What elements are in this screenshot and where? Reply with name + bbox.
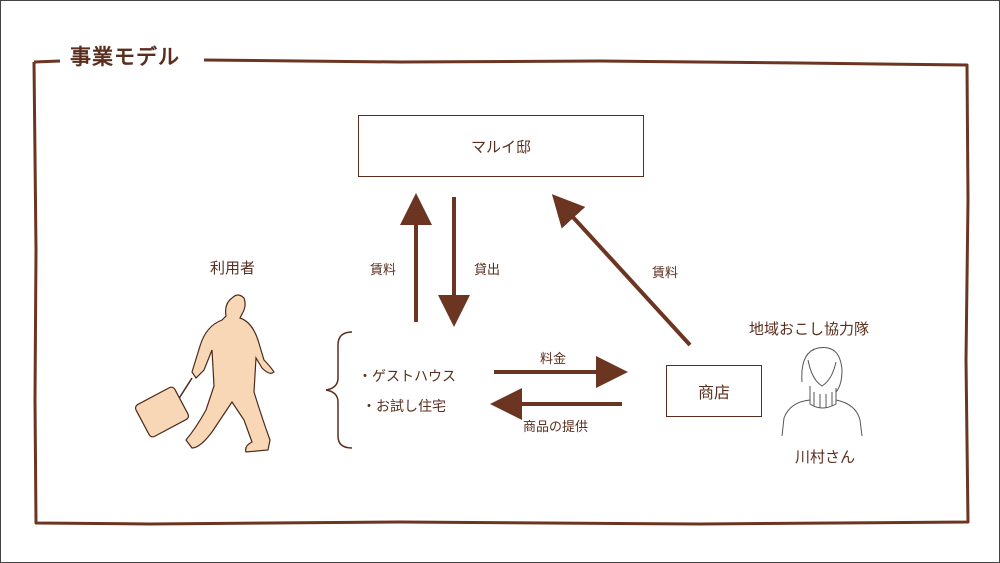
label-facility-1: ・ゲストハウス <box>358 369 456 385</box>
curly-brace <box>325 331 353 449</box>
person-portrait-icon <box>781 346 863 437</box>
edge-label-fee: 料金 <box>540 352 567 367</box>
edge-label-product: 商品の提供 <box>523 420 589 435</box>
edge-label-rent-up: 賃料 <box>370 263 397 278</box>
label-user: 利用者 <box>210 259 256 277</box>
node-shop: 商店 <box>666 365 762 417</box>
node-marui: マルイ邸 <box>358 115 644 177</box>
edge-label-lend-down: 貸出 <box>474 263 501 278</box>
arrow-rent-shop <box>551 194 692 347</box>
page-title: 事業モデル <box>62 41 188 71</box>
walking-person-icon <box>134 294 275 453</box>
edge-label-rent-shop: 賃料 <box>652 266 679 281</box>
label-person: 川村さん <box>795 448 856 466</box>
label-coop-group: 地域おこし協力隊 <box>749 320 870 338</box>
label-facility-2: ・お試し住宅 <box>362 399 446 415</box>
frame <box>32 58 970 526</box>
